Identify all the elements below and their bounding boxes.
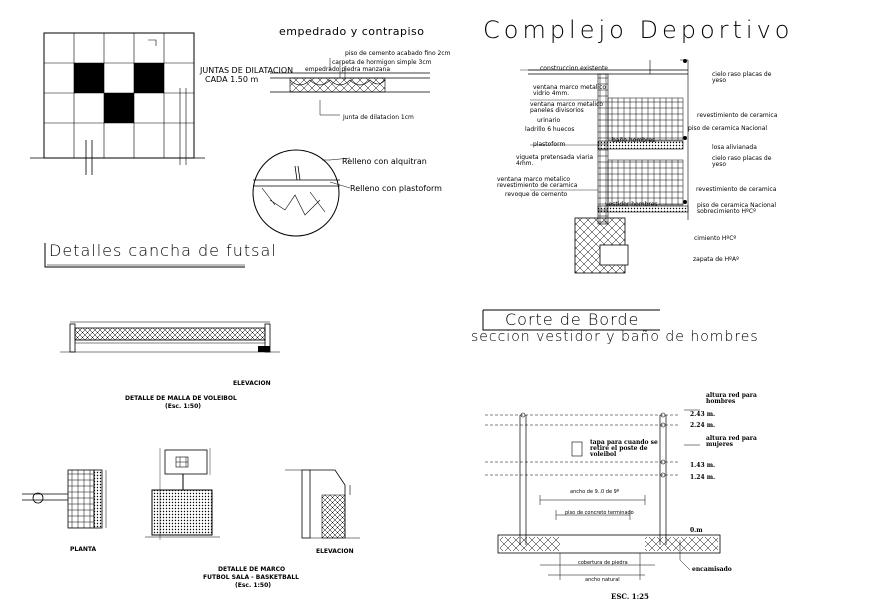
- section-label-left-2: ventana marco metalico vidrio 4mm.: [533, 84, 607, 97]
- section-label-right-1: cielo raso placas de yeso: [712, 71, 772, 84]
- section-label-left-9: revoque de cemento: [505, 191, 568, 198]
- section-label-right-8: cimiento HºCº: [694, 235, 737, 242]
- section-label-right-9: zapata de HºAº: [693, 256, 739, 263]
- joints-label: JUNTAS DE DILATACION: [200, 66, 294, 75]
- futsal-title: Detalles cancha de futsal: [49, 241, 277, 260]
- net-post-detail: [485, 409, 721, 580]
- joints-spacing: CADA 1.50 m: [205, 75, 259, 84]
- fill-label-2: Relleno con plastoform: [350, 184, 442, 193]
- sheet-title: Complejo Deportivo: [483, 16, 794, 44]
- section-label-right-7: piso de ceramica Nacional sobrecimiento …: [697, 202, 777, 215]
- volleyball-net-elevation: [60, 321, 280, 353]
- layer-1-label: piso de cemento acabado fino 2cm: [345, 50, 451, 57]
- goal-elevation-label: ELEVACION: [316, 548, 354, 555]
- net-height-4: 1.24 m.: [690, 474, 716, 481]
- section-title: Corte de Borde: [505, 310, 640, 329]
- section-title-frame: [482, 309, 660, 331]
- net-note-men: altura red para hombres: [706, 392, 757, 405]
- net-box-note: tapa para cuando se retire el poste de v…: [590, 439, 658, 458]
- room-label-bath: baño hombres: [612, 137, 656, 144]
- net-detail-scale: ESC. 1:25: [611, 592, 649, 601]
- section-label-right-3: piso de ceramica Nacional: [688, 125, 768, 132]
- section-label-left-5: ladrillo 6 huecos: [525, 126, 575, 133]
- net-span-label: ancho de 9..0 de 9º: [570, 489, 620, 495]
- pavement-heading: empedrado y contrapiso: [279, 25, 425, 38]
- net-base-label: cobertura de piedra: [578, 560, 628, 566]
- section-label-left-1: construccion existente: [540, 65, 608, 72]
- net-ground-level: 0.m: [690, 527, 703, 534]
- joint-note: Junta de dilatacion 1cm: [343, 114, 414, 121]
- layer-3-label: empedrado piedra manzana: [305, 66, 391, 73]
- goal-plan-label: PLANTA: [70, 546, 97, 553]
- room-label-locker: vestidor hombres: [605, 201, 658, 208]
- futsal-title-frame: [44, 243, 245, 268]
- section-label-right-6: revestimiento de ceramica: [696, 186, 777, 193]
- tile-grid-plan: [30, 32, 205, 175]
- goal-side-elevation: [285, 469, 360, 539]
- net-floor-label: piso de concreto terminado: [565, 510, 634, 516]
- volley-caption: DETALLE DE MALLA DE VOLEIBOL: [125, 395, 237, 402]
- wall-section: [520, 59, 689, 274]
- section-subtitle: seccion vestidor y baño de hombres: [471, 329, 759, 345]
- goal-caption-2: FUTBOL SALA - BASKETBALL: [203, 574, 299, 581]
- section-label-left-8: ventana marco metalico revestimiento de …: [497, 176, 578, 189]
- volley-elevation-label: ELEVACION: [233, 380, 271, 387]
- section-label-right-2: revestimiento de ceramica: [697, 112, 778, 119]
- net-height-3: 1.43 m.: [690, 462, 716, 469]
- net-height-2: 2.24 m.: [690, 422, 716, 429]
- goal-scale: (Esc. 1:50): [235, 582, 272, 589]
- net-note-women: altura red para mujeres: [706, 435, 757, 448]
- basket-elevation: [145, 448, 220, 540]
- section-label-left-6: plastoform: [533, 141, 566, 148]
- goal-plan: [22, 469, 107, 529]
- fill-label-1: Relleno con alquitran: [342, 157, 427, 166]
- volley-scale: (Esc. 1:50): [165, 403, 202, 410]
- section-label-left-3: ventana marco metalico paneles divisorio…: [530, 101, 604, 114]
- net-width-label: ancho natural: [585, 577, 620, 583]
- goal-caption: DETALLE DE MARCO: [218, 566, 286, 573]
- pavement-section: [252, 58, 430, 237]
- section-label-right-4: losa alivianada: [712, 144, 757, 151]
- section-label-left-7: vigueta pretensada viaria 4mm.: [516, 154, 594, 167]
- section-label-left-4: urinario: [537, 117, 561, 124]
- net-compact-label: encamisado: [692, 566, 732, 573]
- section-label-right-5: cielo raso placas de yeso: [712, 155, 772, 168]
- layer-2-label: carpeta de hormigon simple 3cm: [332, 59, 432, 66]
- net-height-1: 2.43 m.: [690, 411, 716, 418]
